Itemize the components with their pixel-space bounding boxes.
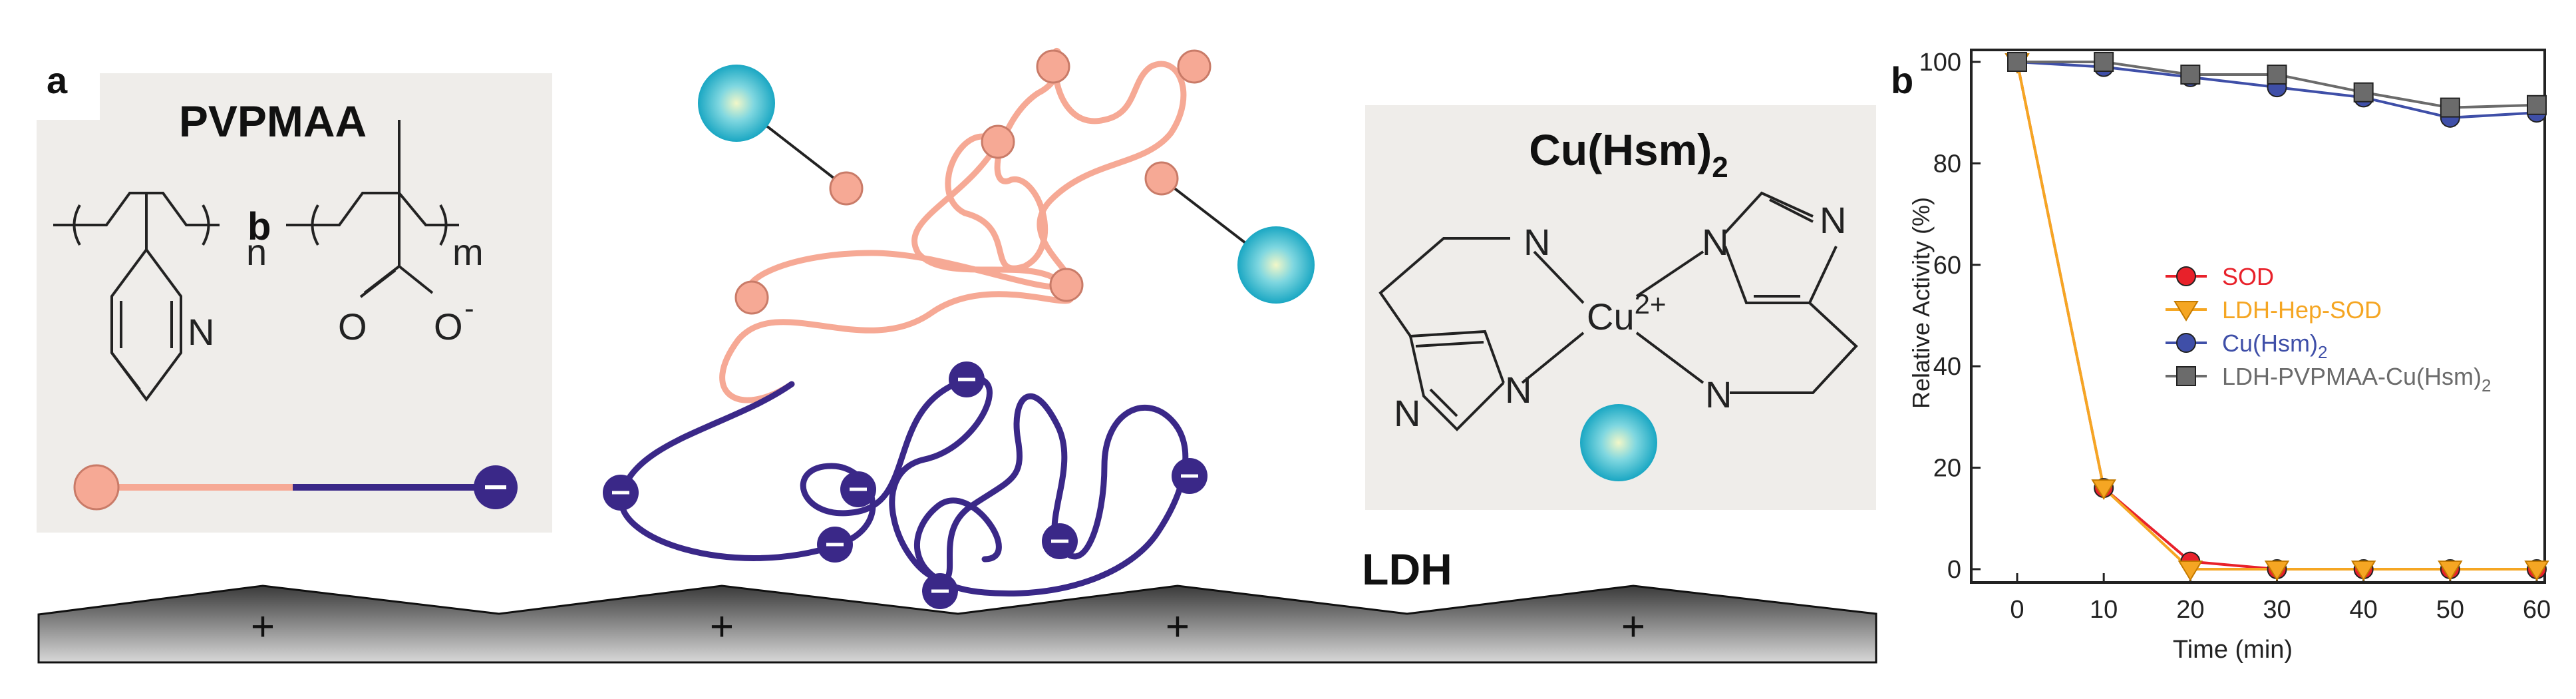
axis-ticks: 0 10 20 30 40 50 60 0 20 40 60 80 100 (1919, 49, 2551, 624)
anion-bead (817, 527, 853, 563)
data-point (2353, 82, 2374, 103)
data-point (2438, 561, 2463, 581)
anion-bead (922, 573, 958, 609)
anion-bead (949, 361, 985, 397)
ring-right-n-a: N (1702, 221, 1728, 263)
ring-left-n-b: N (1505, 369, 1531, 411)
cu-hsm-structure (1378, 191, 1858, 431)
carboxylate-o2: O (434, 306, 463, 348)
salmon-chain (719, 48, 1187, 403)
salmon-bead (1036, 49, 1070, 84)
carboxylate-charge: - (464, 292, 474, 325)
data-point (2267, 65, 2287, 85)
ring-left-n-a: N (1394, 392, 1420, 434)
cu-complex-sphere (1237, 226, 1315, 304)
series-markers (2005, 52, 2549, 581)
cu-center: Cu2+ (1587, 288, 1666, 338)
panel-b-label: b (1891, 59, 1913, 101)
anion-beads (603, 361, 1208, 609)
legend-label: LDH-PVPMAA-Cu(Hsm)2 (2222, 363, 2492, 395)
subscript-m: m (452, 231, 484, 273)
y-tick-label: 40 (1933, 353, 1961, 381)
pvpmaa-box: PVPMAA n b m N O O - (37, 73, 552, 533)
panel-a-label: a (47, 59, 68, 101)
cu-complex-sphere (698, 65, 775, 142)
anion-bead (603, 475, 639, 511)
cu-complex-sphere (1580, 404, 1657, 481)
ldh-label: LDH (1362, 545, 1452, 594)
legend-label: SOD (2222, 263, 2274, 290)
ldh-plus-sign: + (1166, 604, 1190, 650)
x-tick-label: 0 (2010, 596, 2024, 624)
salmon-bead (1177, 49, 1211, 84)
data-point (2091, 479, 2116, 501)
cu-hsm-box: Cu(Hsm)2 N N N Cu2+ N N N (1365, 105, 1876, 510)
y-tick-label: 20 (1933, 455, 1961, 483)
ldh-plus-sign: + (710, 604, 734, 650)
relative-activity-chart: 0 10 20 30 40 50 60 0 20 40 60 80 100 SOD LDH-Hep-SOD… (1907, 49, 2551, 664)
data-point (2527, 95, 2547, 115)
block-label: b (247, 205, 271, 248)
x-tick-label: 60 (2523, 596, 2551, 624)
x-tick-label: 40 (2350, 596, 2378, 624)
salmon-bead (1049, 268, 1084, 302)
y-tick-label: 80 (1933, 150, 1961, 178)
data-point (2440, 97, 2460, 118)
x-tick-label: 30 (2263, 596, 2291, 624)
salmon-bead (1144, 161, 1179, 196)
legend-label: Cu(Hsm)2 (2222, 330, 2327, 362)
salmon-bead (981, 124, 1015, 159)
data-point (2264, 561, 2290, 581)
x-tick-label: 10 (2090, 596, 2118, 624)
legend-marker (2174, 301, 2199, 322)
legend: SOD LDH-Hep-SOD Cu(Hsm)2LDH-PVPMAA-Cu(Hsm)… (2166, 263, 2492, 395)
plot-frame (1970, 49, 2546, 584)
data-point (2524, 561, 2549, 581)
amine-n-top: N (1524, 221, 1550, 263)
pvpmaa-structure (53, 120, 459, 402)
anion-bead (840, 471, 876, 507)
ldh-plus-sign: + (1621, 604, 1645, 650)
legend-label: LDH-Hep-SOD (2222, 296, 2382, 324)
legend-marker (2176, 266, 2196, 286)
y-axis-label: Relative Activity (%) (1907, 197, 1935, 409)
data-point (2094, 52, 2114, 72)
salmon-bead (73, 464, 120, 511)
x-tick-label: 20 (2176, 596, 2204, 624)
anion-bead (1172, 458, 1208, 494)
y-tick-label: 0 (1947, 556, 1961, 584)
subscript-n: n (246, 231, 267, 273)
anion-bead (1042, 523, 1078, 559)
pyridine-n: N (188, 311, 214, 353)
legend-marker (2176, 366, 2196, 386)
salmon-bead (734, 280, 769, 315)
data-point (2350, 561, 2376, 581)
data-point (2007, 52, 2027, 72)
salmon-bead (829, 171, 864, 206)
ldh-plus-sign: + (251, 604, 275, 650)
pvpmaa-box-background (37, 73, 552, 533)
data-point (2177, 561, 2203, 581)
x-tick-label: 50 (2436, 596, 2464, 624)
ldh-slab (37, 584, 1877, 664)
salmon-beads (734, 49, 1211, 315)
y-tick-label: 100 (1919, 49, 1961, 77)
amine-n-bottom: N (1705, 373, 1732, 415)
carboxylate-o1: O (338, 306, 367, 348)
purple-chain (618, 375, 1189, 597)
pvpmaa-title: PVPMAA (179, 97, 367, 146)
x-axis-label: Time (min) (2173, 636, 2293, 664)
cu-hsm-title: Cu(Hsm)2 (1529, 125, 1728, 184)
data-point (2180, 65, 2201, 85)
legend-marker (2176, 333, 2196, 353)
y-tick-label: 60 (1933, 252, 1961, 280)
ring-right-n-b: N (1820, 199, 1846, 241)
